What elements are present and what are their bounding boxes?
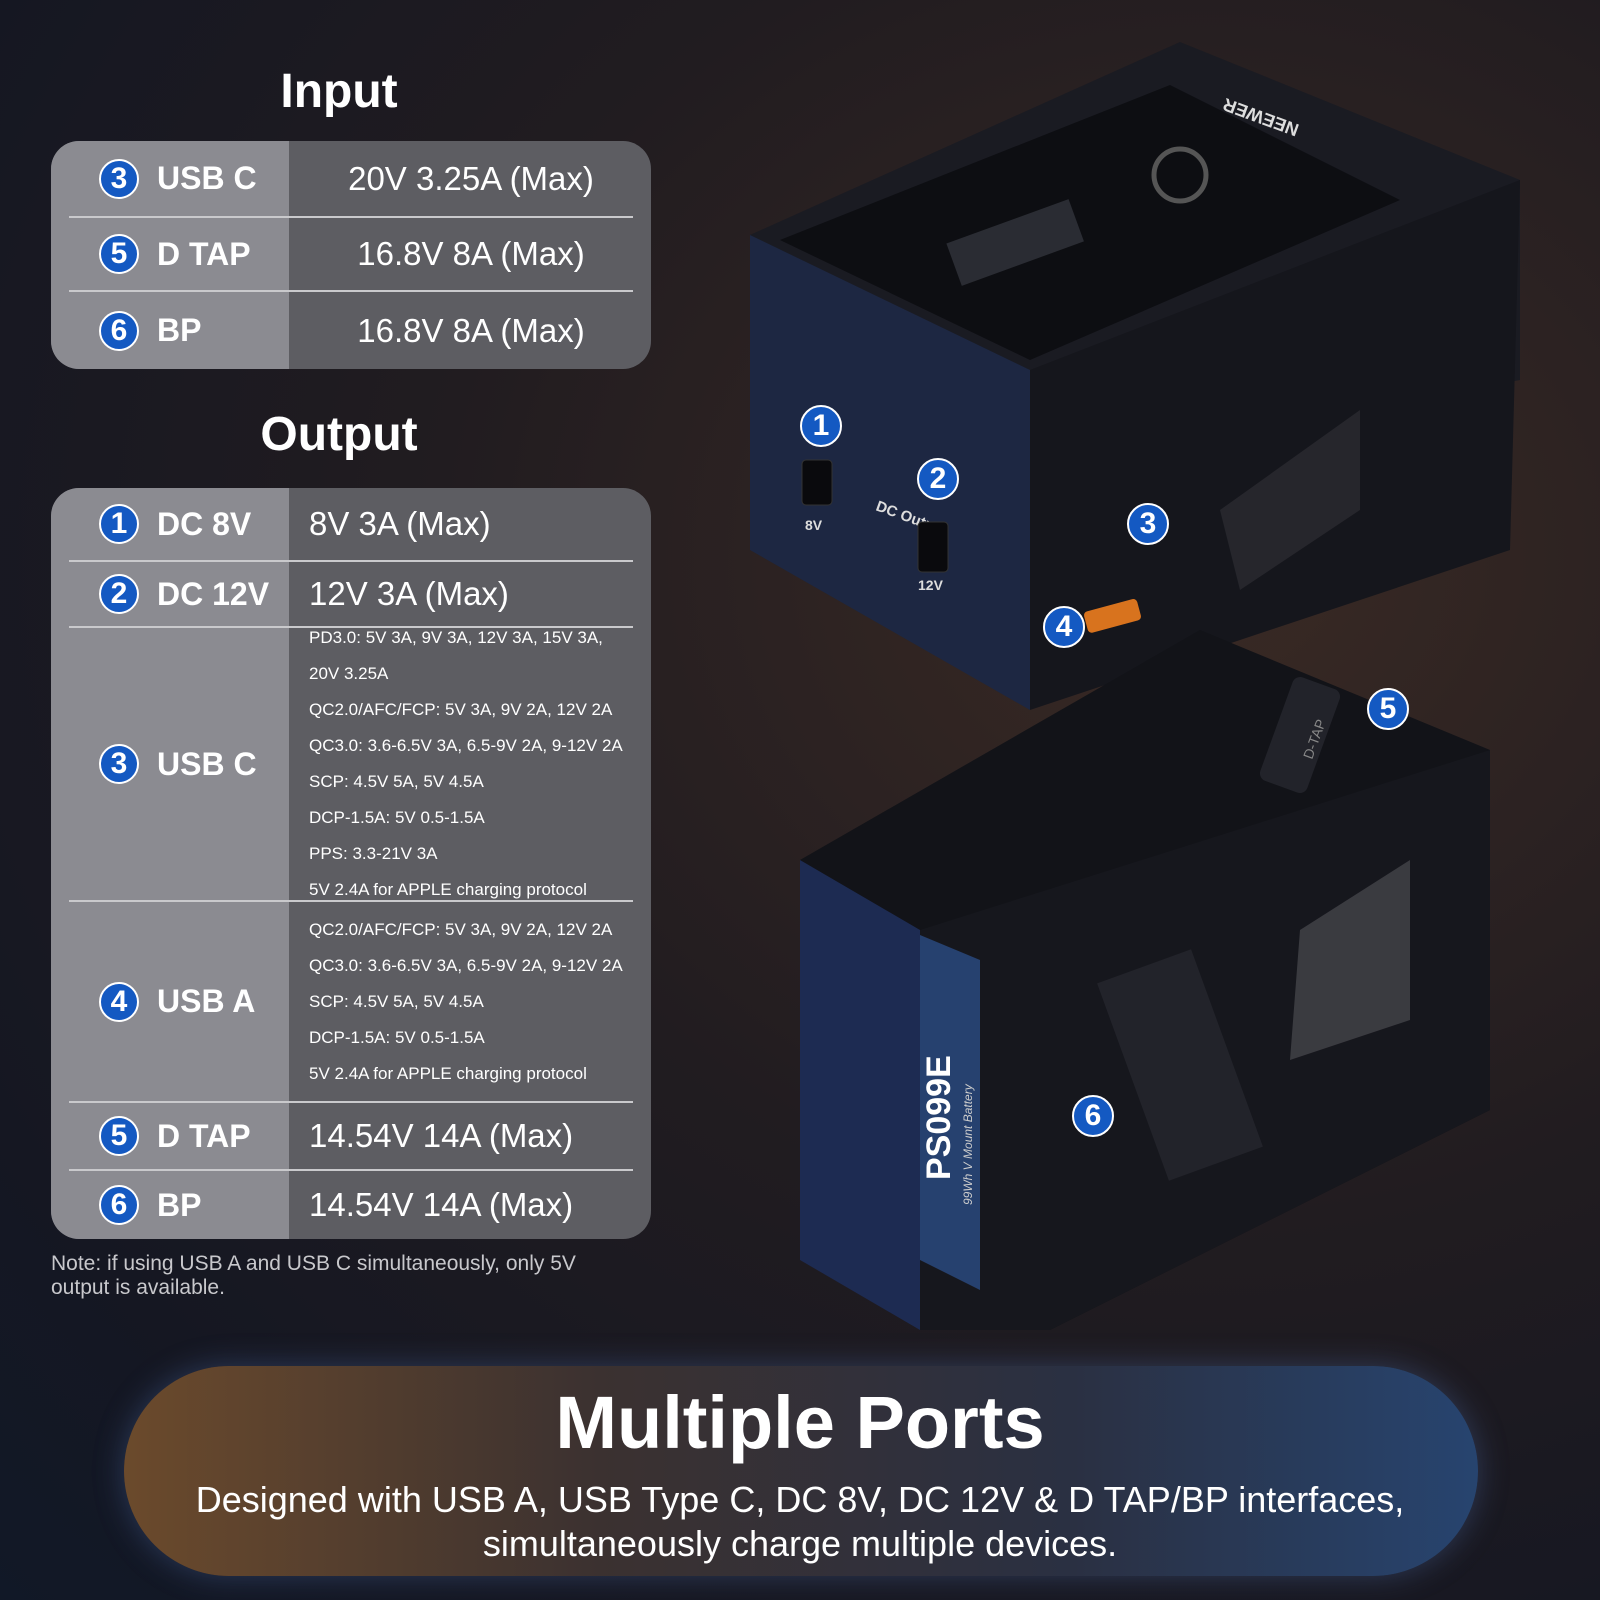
port-value: 12V 3A (Max) [309,575,509,612]
table-row: 6 BP 14.54V 14A (Max) [69,1171,633,1239]
battery-product-image: NEEWER DC Output 8V 12V PS099E 99Wh V Mo… [750,42,1520,1330]
marker-badge: 2 [917,458,959,500]
protocol-line: DCP-1.5A: 5V 0.5-1.5A [309,1027,485,1047]
protocol-line: QC3.0: 3.6-6.5V 3A, 6.5-9V 2A, 9-12V 2A [309,955,623,975]
port-name: DC 12V [157,575,270,612]
dc8-label: 8V [805,517,823,533]
port-number-badge: 4 [99,981,139,1022]
output-title: Output [260,408,418,461]
protocol-line: 5V 2.4A for APPLE charging protocol [309,880,587,899]
protocol-list: QC2.0/AFC/FCP: 5V 3A, 9V 2A, 12V 2A QC3.0… [289,902,633,1102]
port-number-badge: 3 [99,744,139,784]
port-name: DC 8V [157,505,252,542]
port-number-badge: 5 [99,1116,139,1156]
table-row: 4 USB A QC2.0/AFC/FCP: 5V 3A, 9V 2A, 12V … [69,902,633,1103]
port-marker-3: 3 [1127,503,1169,545]
table-row: 6 BP 16.8V 8A (Max) [69,292,633,369]
marker-badge: 3 [1127,503,1169,545]
protocol-line: 5V 2.4A for APPLE charging protocol [309,1063,587,1083]
model-subtitle: 99Wh V Mount Battery [961,1083,975,1205]
banner-subtitle: Designed with USB A, USB Type C, DC 8V, … [0,1478,1600,1566]
port-number-badge: 6 [99,310,139,351]
marker-badge: 5 [1367,688,1409,730]
dc12-label: 12V [918,577,944,593]
port-value: 20V 3.25A (Max) [348,159,594,197]
protocol-line: DCP-1.5A: 5V 0.5-1.5A [309,808,485,827]
port-marker-1: 1 [800,405,842,447]
port-value: 16.8V 8A (Max) [357,311,585,349]
protocol-line: SCP: 4.5V 5A, 5V 4.5A [309,991,484,1011]
input-title: Input [280,65,398,118]
port-name: BP [157,1186,202,1223]
feature-banner [124,1366,1478,1576]
port-value: 14.54V 14A (Max) [309,1117,574,1154]
banner-title: Multiple Ports [555,1381,1045,1464]
usage-note: Note: if using USB A and USB C simultane… [51,1252,576,1299]
port-value: 8V 3A (Max) [309,505,491,542]
protocol-line: PD3.0: 5V 3A, 9V 3A, 12V 3A, 15V 3A, 20V… [309,628,603,683]
marker-badge: 1 [800,405,842,447]
port-number-badge: 2 [99,574,139,614]
table-row: 5 D TAP 14.54V 14A (Max) [69,1103,633,1171]
port-number-badge: 5 [99,234,139,274]
port-name: D TAP [157,1117,251,1154]
protocol-line: QC3.0: 3.6-6.5V 3A, 6.5-9V 2A, 9-12V 2A [309,736,623,755]
port-name: D TAP [157,235,251,272]
protocol-line: PPS: 3.3-21V 3A [309,844,438,863]
port-name: USB C [157,745,257,782]
port-value: 14.54V 14A (Max) [309,1186,574,1223]
marker-badge: 6 [1072,1095,1114,1137]
port-value: 16.8V 8A (Max) [357,235,585,272]
port-number-badge: 1 [99,504,139,544]
subtitle-line: simultaneously charge multiple devices. [482,1523,1118,1564]
table-row: 2 DC 12V 12V 3A (Max) [69,562,633,628]
port-marker-5: 5 [1367,688,1409,730]
table-row: 3 USB C 20V 3.25A (Max) [69,141,633,218]
port-marker-4: 4 [1043,606,1085,648]
table-row: 3 USB C PD3.0: 5V 3A, 9V 3A, 12V 3A, 15V … [69,628,633,902]
protocol-line: QC2.0/AFC/FCP: 5V 3A, 9V 2A, 12V 2A [309,919,613,939]
input-table: 3 USB C 20V 3.25A (Max) 5 D TAP 16.8V 8A (Ma… [51,141,651,369]
protocol-list: PD3.0: 5V 3A, 9V 3A, 12V 3A, 15V 3A, 20V… [289,610,633,918]
marker-badge: 4 [1043,606,1085,648]
subtitle-line: Designed with USB A, USB Type C, DC 8V, … [195,1479,1405,1520]
model-label: PS099E [920,1055,958,1180]
port-marker-6: 6 [1072,1095,1114,1137]
port-marker-2: 2 [917,458,959,500]
port-name: BP [157,312,202,348]
port-name: USB C [157,160,257,196]
table-row: 1 DC 8V 8V 3A (Max) [69,488,633,562]
port-number-badge: 3 [99,158,139,199]
port-name: USB A [157,983,256,1019]
protocol-line: QC2.0/AFC/FCP: 5V 3A, 9V 2A, 12V 2A [309,700,613,719]
table-row: 5 D TAP 16.8V 8A (Max) [69,218,633,292]
protocol-line: SCP: 4.5V 5A, 5V 4.5A [309,772,484,791]
port-number-badge: 6 [99,1185,139,1225]
